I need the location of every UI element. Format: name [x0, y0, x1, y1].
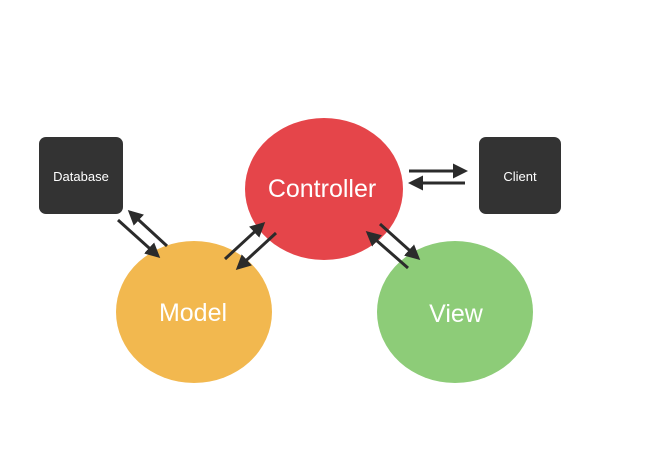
view-node: View: [377, 241, 533, 383]
model-label: Model: [159, 299, 227, 327]
controller-node: Controller: [245, 118, 403, 260]
controller-circle: [245, 118, 403, 260]
client-label: Client: [503, 169, 537, 184]
arrow-view-to-controller: [365, 231, 409, 270]
client-box: [479, 137, 561, 214]
arrow-controller-to-model: [235, 231, 278, 271]
arrow-model-to-database: [127, 209, 169, 248]
arrow-database-to-model: [116, 218, 161, 259]
database-box: [39, 137, 123, 214]
model-circle: [116, 241, 272, 383]
view-circle: [377, 241, 533, 383]
view-label: View: [429, 300, 484, 328]
client-node: Client: [479, 137, 561, 214]
controller-label: Controller: [268, 175, 376, 203]
database-label: Database: [53, 169, 109, 184]
model-node: Model: [116, 241, 272, 383]
arrow-controller-to-view: [378, 222, 421, 261]
database-node: Database: [39, 137, 123, 214]
arrow-model-to-controller: [223, 221, 266, 261]
